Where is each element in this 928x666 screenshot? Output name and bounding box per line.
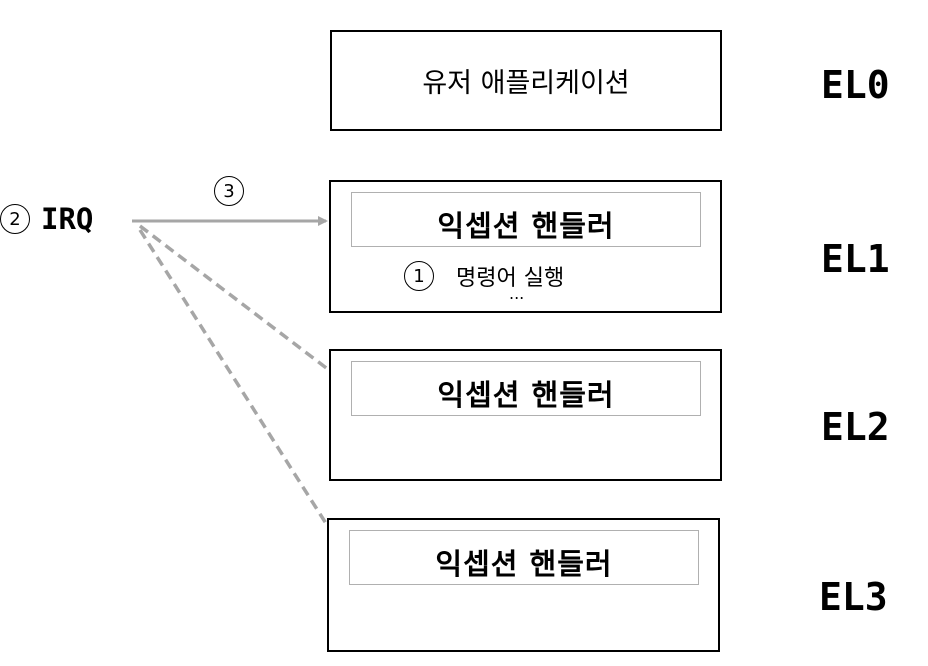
irq-label: IRQ	[41, 202, 94, 236]
el3-box: 익셉션 핸들러	[327, 518, 720, 652]
el0-label: EL0	[821, 63, 890, 107]
arrow-to-el2	[138, 224, 348, 385]
el1-box: 익셉션 핸들러 1 명령어 실행 ...	[329, 180, 722, 313]
el1-execute-row: 1 명령어 실행	[404, 260, 564, 292]
arrow-to-el3	[138, 229, 348, 557]
el3-label: EL3	[819, 575, 888, 619]
step-3-marker: 3	[214, 176, 244, 206]
step-1-marker: 1	[404, 261, 434, 291]
el2-exception-handler: 익셉션 핸들러	[351, 361, 701, 416]
el2-label: EL2	[821, 405, 890, 449]
user-application-box: 유저 애플리케이션	[330, 30, 722, 131]
irq-source: 2 IRQ	[0, 202, 93, 236]
el1-exception-handler: 익셉션 핸들러	[351, 192, 701, 247]
el1-label: EL1	[821, 237, 890, 281]
ellipsis: ...	[509, 284, 525, 303]
el2-box: 익셉션 핸들러	[329, 349, 722, 481]
user-application-label: 유저 애플리케이션	[422, 68, 630, 99]
step-2-marker: 2	[0, 204, 30, 234]
el3-exception-handler: 익셉션 핸들러	[349, 530, 699, 585]
execute-instruction-label: 명령어 실행	[456, 266, 565, 291]
